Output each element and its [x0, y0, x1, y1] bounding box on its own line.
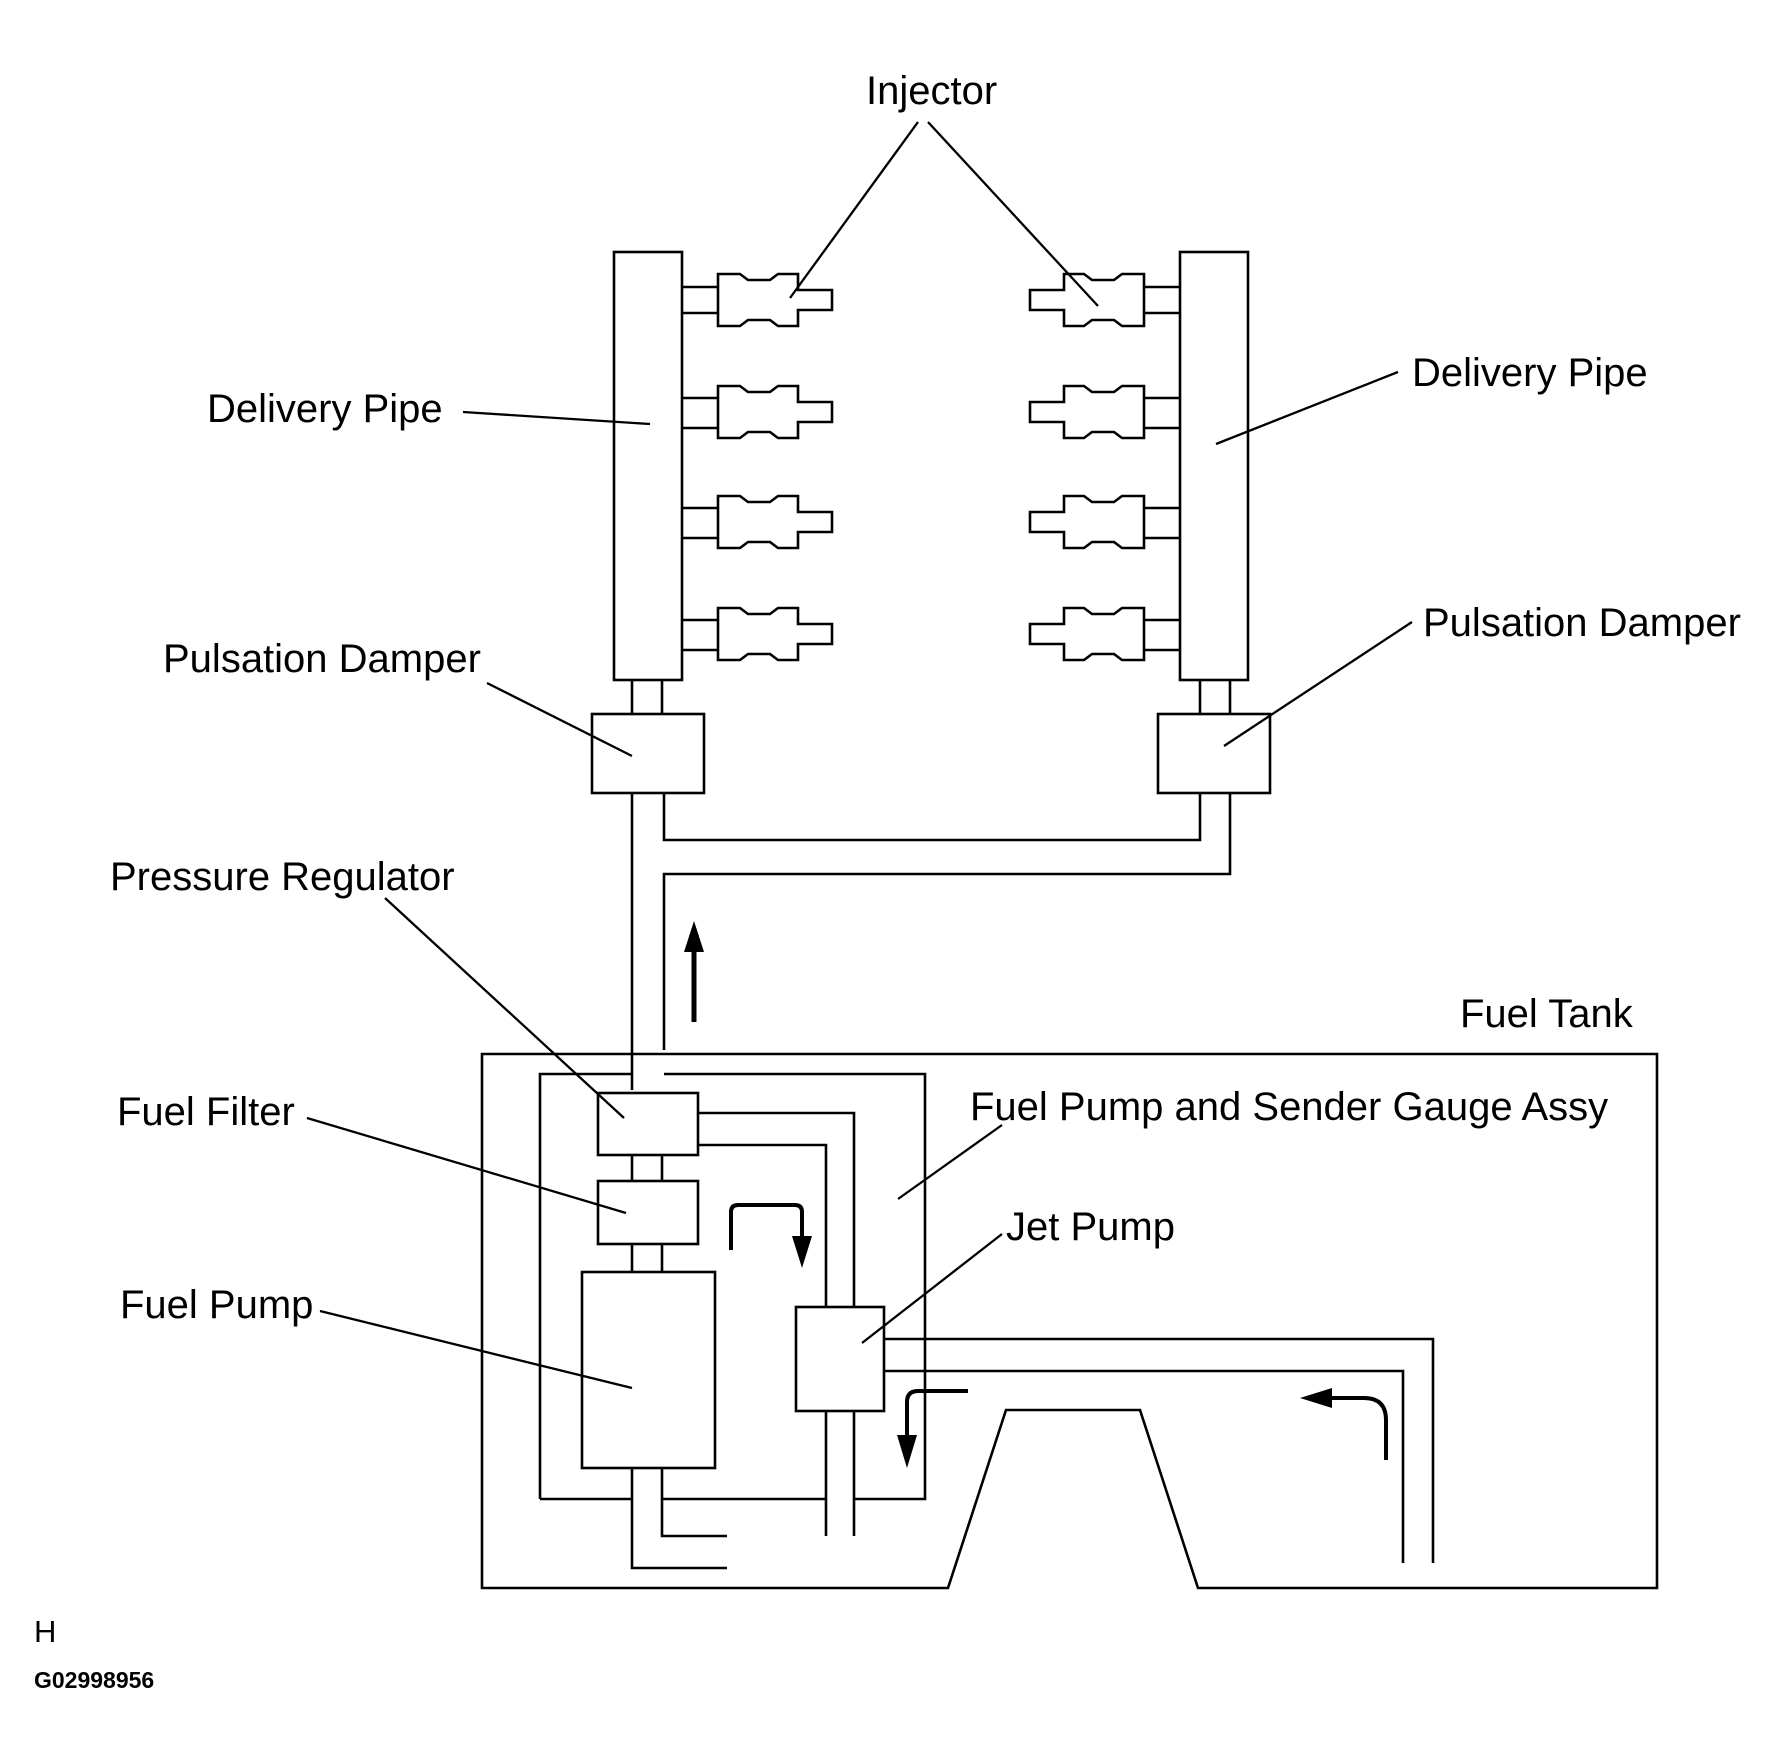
- delivery-pipe-right: [1178, 250, 1250, 682]
- right-branch-connectors: [1144, 285, 1180, 652]
- injector-right-4: [1028, 606, 1146, 662]
- delivery-pipe-right-label: Delivery Pipe: [1412, 351, 1648, 395]
- regulator-filter-stub: [630, 1155, 664, 1181]
- filter-pump-stub: [630, 1244, 664, 1272]
- injectors-right: [1028, 272, 1146, 662]
- main-fuel-line: [630, 793, 1232, 1090]
- injector-label: Injector: [866, 69, 997, 113]
- pressure-regulator-leader: [384, 897, 625, 1119]
- injector-right-1: [1028, 272, 1146, 328]
- jet-pump-leader: [861, 1233, 1003, 1344]
- fuel-tank-label: Fuel Tank: [1460, 992, 1634, 1036]
- fuel-pump-label: Fuel Pump: [120, 1283, 313, 1327]
- injector-left-1: [716, 272, 834, 328]
- flow-arrow-return: [729, 1203, 804, 1250]
- pressure-regulator-label: Pressure Regulator: [110, 855, 455, 899]
- pump-intake: [630, 1468, 727, 1570]
- delivery-pipe-left-leader: [462, 410, 651, 426]
- flow-arrow-jet: [905, 1389, 968, 1440]
- fuel-pump: [580, 1270, 717, 1470]
- delivery-pipe-left: [612, 250, 684, 682]
- jet-pump-outlet: [824, 1411, 856, 1536]
- delivery-pipe-left-label: Delivery Pipe: [207, 387, 443, 431]
- injector-left-2: [716, 384, 834, 440]
- injector-left-3: [716, 494, 834, 550]
- injector-right-3: [1028, 494, 1146, 550]
- injector-left-4: [716, 606, 834, 662]
- pulsation-damper-left-label: Pulsation Damper: [163, 637, 481, 681]
- damper-stub-left: [630, 680, 664, 714]
- return-line: [698, 1111, 856, 1307]
- injector-right-2: [1028, 384, 1146, 440]
- flow-arrow-suction-head: [1300, 1388, 1332, 1408]
- fuel-pump-leader: [319, 1309, 633, 1390]
- fuel-filter: [596, 1179, 700, 1246]
- injector-leader: [789, 121, 1099, 307]
- delivery-pipe-right-leader: [1215, 370, 1399, 446]
- pulsation-damper-left-leader: [486, 681, 633, 758]
- fuel-tank: [480, 1052, 1659, 1590]
- flow-arrow-up-head: [684, 921, 704, 952]
- fuel-pump-sender-assy-label: Fuel Pump and Sender Gauge Assy: [970, 1085, 1608, 1129]
- flow-arrow-return-head: [792, 1236, 812, 1268]
- injectors-left: [716, 272, 834, 662]
- page-mark: H: [34, 1614, 56, 1649]
- fuel-filter-label: Fuel Filter: [117, 1090, 295, 1134]
- pulsation-damper-right: [1156, 712, 1272, 795]
- pulsation-damper-left: [590, 712, 706, 795]
- jet-pump: [794, 1305, 886, 1413]
- flow-arrow-suction: [1328, 1396, 1388, 1460]
- flow-arrow-jet-head: [897, 1435, 917, 1468]
- sender-gauge-assy-leader: [897, 1124, 1003, 1200]
- left-branch-connectors: [682, 285, 718, 652]
- pressure-regulator: [596, 1091, 700, 1157]
- jet-pump-label: Jet Pump: [1006, 1205, 1175, 1249]
- fuel-filter-leader: [306, 1116, 627, 1215]
- figure-code: G02998956: [34, 1667, 154, 1693]
- damper-stub-right: [1198, 680, 1232, 714]
- pulsation-damper-right-leader: [1223, 621, 1413, 747]
- sender-gauge-assy-frame: [538, 1072, 927, 1501]
- pulsation-damper-right-label: Pulsation Damper: [1423, 601, 1741, 645]
- jet-pump-suction-line: [884, 1337, 1435, 1563]
